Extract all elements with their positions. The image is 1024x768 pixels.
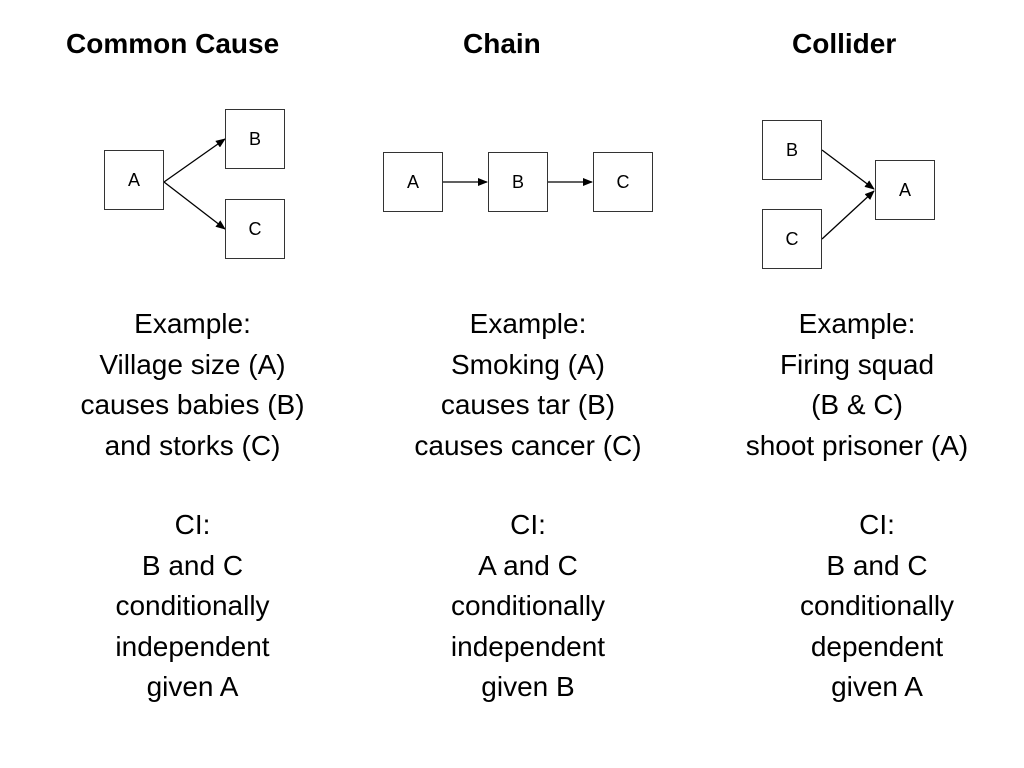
chain-node-c: C xyxy=(593,152,653,212)
edge-c-to-a-collider xyxy=(821,190,875,240)
common-cause-example: Example: Village size (A) causes babies … xyxy=(40,304,345,466)
common-cause-node-b: B xyxy=(225,109,285,169)
ci-line: B and C xyxy=(826,549,928,581)
ci-line: B and C xyxy=(141,549,244,581)
ci-line: given A xyxy=(146,671,239,702)
chain-ci: CI: A and C conditionally independent gi… xyxy=(378,505,678,708)
example-line: Example: xyxy=(134,308,251,339)
example-line: Village size (A) xyxy=(99,348,286,380)
ci-line: independent xyxy=(450,630,606,662)
example-line: Smoking (A) xyxy=(450,348,606,380)
example-line: causes cancer (C) xyxy=(414,429,642,461)
ci-line: A and C xyxy=(478,549,578,581)
chain-node-a: A xyxy=(383,152,443,212)
example-line: (B & C) xyxy=(811,389,903,420)
ci-line: conditionally xyxy=(450,590,606,621)
edge-a-to-b-common-cause xyxy=(163,138,226,183)
ci-line: conditionally xyxy=(799,590,955,621)
chain-example: Example: Smoking (A) causes tar (B) caus… xyxy=(378,304,678,466)
example-line: and storks (C) xyxy=(104,429,281,461)
ci-line: dependent xyxy=(810,630,944,662)
common-cause-ci: CI: B and C conditionally independent gi… xyxy=(40,505,345,708)
ci-line: CI: xyxy=(174,509,211,540)
collider-node-c: C xyxy=(762,209,822,269)
common-cause-node-c: C xyxy=(225,199,285,259)
ci-line: conditionally xyxy=(115,590,270,621)
chain-title: Chain xyxy=(463,28,541,59)
common-cause-title: Common Cause xyxy=(66,28,280,59)
example-line: causes babies (B) xyxy=(80,389,305,420)
edge-b-to-a-collider xyxy=(821,149,875,190)
ci-line: CI: xyxy=(510,509,546,540)
chain-node-b: B xyxy=(488,152,548,212)
example-line: Example: xyxy=(469,308,587,339)
example-line: Example: xyxy=(798,308,916,339)
example-line: shoot prisoner (A) xyxy=(745,429,969,461)
common-cause-node-a: A xyxy=(104,150,164,210)
ci-line: CI: xyxy=(859,509,895,540)
ci-line: given B xyxy=(481,671,575,702)
ci-line: independent xyxy=(115,630,270,662)
collider-node-b: B xyxy=(762,120,822,180)
collider-ci: CI: B and C conditionally dependent give… xyxy=(732,505,1022,708)
example-line: Firing squad xyxy=(779,348,935,380)
collider-example: Example: Firing squad (B & C) shoot pris… xyxy=(712,304,1002,466)
ci-line: given A xyxy=(831,671,923,702)
example-line: causes tar (B) xyxy=(440,389,616,420)
collider-node-a: A xyxy=(875,160,935,220)
collider-title: Collider xyxy=(792,28,897,59)
edge-a-to-c-common-cause xyxy=(163,181,226,230)
